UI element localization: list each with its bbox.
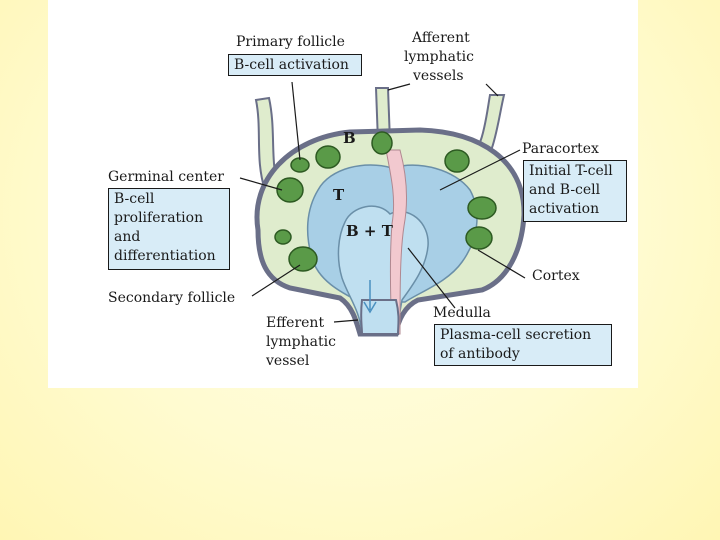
region-b-label: B — [343, 129, 356, 147]
plasma-secretion-box: Plasma-cell secretion of antibody — [434, 324, 612, 366]
germinal-center-label: Germinal center — [108, 169, 224, 185]
medulla-label: Medulla — [433, 305, 491, 321]
follicle — [371, 131, 393, 155]
secondary-follicle-label: Secondary follicle — [108, 290, 235, 306]
leader-lines — [239, 81, 526, 323]
cortex-label: Cortex — [532, 268, 580, 284]
efferent-label-3: vessel — [265, 353, 310, 369]
afferent-label-3: vessels — [412, 68, 464, 84]
region-t-label: T — [333, 186, 345, 204]
follicle — [276, 177, 304, 203]
medullary-cord — [385, 149, 408, 335]
follicle — [315, 145, 341, 169]
region-bt-label: B + T — [346, 222, 394, 240]
efferent-label-2: lymphatic — [266, 334, 336, 350]
afferent-label-1: Afferent — [411, 30, 470, 46]
follicle — [274, 229, 292, 245]
tcell-activation-box: Initial T-cell and B-cell activation — [523, 160, 627, 222]
efferent-label-1: Efferent — [266, 315, 324, 331]
afferent-label-2: lymphatic — [404, 49, 474, 65]
follicle — [290, 157, 310, 173]
follicle — [465, 226, 493, 250]
flow-arrow-icon — [363, 280, 377, 314]
b-cell-activation-box: B-cell activation — [228, 54, 362, 76]
proliferation-box: B-cell proliferation and differentiation — [108, 188, 230, 270]
follicles — [274, 131, 497, 272]
primary-follicle-label: Primary follicle — [236, 34, 345, 50]
follicle — [444, 149, 470, 173]
follicle — [467, 196, 497, 220]
paracortex-label: Paracortex — [522, 141, 599, 157]
follicle — [288, 246, 318, 272]
